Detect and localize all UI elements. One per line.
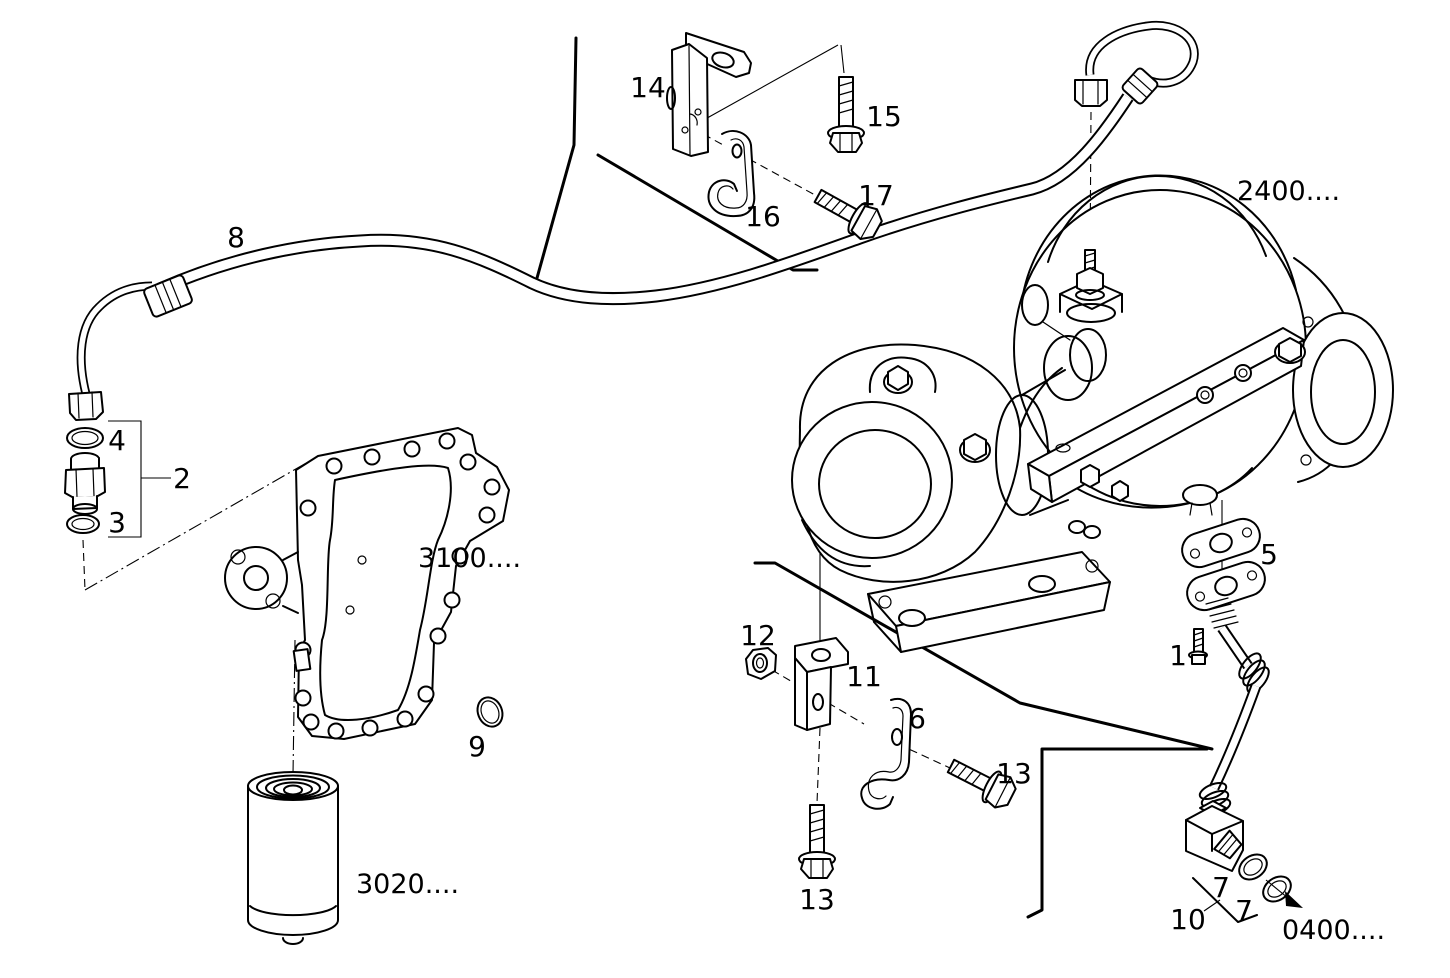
turbocharger-2400 bbox=[791, 174, 1394, 653]
seal-ring-4 bbox=[66, 427, 104, 449]
bracket-11 bbox=[794, 637, 849, 731]
hose-union-nut-right bbox=[1074, 79, 1108, 107]
callout-3: 3 bbox=[108, 506, 126, 539]
callout-9: 9 bbox=[468, 730, 486, 763]
oil-feed-hose-8 bbox=[68, 20, 1199, 421]
bolt-1 bbox=[1188, 628, 1208, 665]
callout-5: 5 bbox=[1260, 538, 1278, 571]
ref-oil-sump-0400: 0400.... bbox=[1282, 915, 1385, 946]
callout-8: 8 bbox=[227, 221, 245, 254]
clamp-6 bbox=[860, 697, 912, 810]
flow-arrow-0400 bbox=[1285, 891, 1303, 908]
seal-rings-7 bbox=[1238, 853, 1303, 908]
callout-15: 15 bbox=[866, 100, 902, 133]
callout-12: 12 bbox=[740, 619, 776, 652]
elbow-nipple bbox=[1213, 829, 1243, 860]
callout-16: 16 bbox=[745, 200, 781, 233]
elbow-fitting-10 bbox=[1185, 800, 1258, 923]
hose-ferrule-lower bbox=[143, 274, 193, 318]
oil-filter-3020 bbox=[247, 771, 339, 945]
bolt-13-right bbox=[946, 758, 1017, 809]
union-fitting-group-2 bbox=[64, 420, 171, 538]
callout-7b: 7 bbox=[1235, 894, 1253, 927]
bolt-17 bbox=[813, 188, 883, 240]
callout-11: 11 bbox=[846, 660, 882, 693]
oil-cooler-3100 bbox=[224, 427, 510, 740]
plug-9 bbox=[476, 696, 504, 728]
bolt-15 bbox=[827, 76, 865, 153]
callout-14: 14 bbox=[630, 71, 666, 104]
cooler-bolt-holes bbox=[294, 432, 501, 740]
callout-17: 17 bbox=[858, 179, 894, 212]
seal-ring-3 bbox=[66, 514, 100, 534]
callout-13-right: 13 bbox=[996, 757, 1032, 790]
bracket-14 bbox=[666, 32, 752, 157]
callout-1: 1 bbox=[1169, 639, 1187, 672]
ref-turbocharger-2400: 2400.... bbox=[1237, 176, 1340, 207]
ref-oil-filter-3020: 3020.... bbox=[356, 869, 459, 900]
hose-ferrule-upper bbox=[1121, 67, 1159, 105]
callout-7a: 7 bbox=[1212, 871, 1230, 904]
cooler-port-flange bbox=[224, 546, 299, 614]
bolt-13-bottom bbox=[798, 804, 836, 879]
group-reference-labels: 2400.... 3100.... 3020.... 0400.... bbox=[356, 176, 1385, 946]
oil-drain-pipe bbox=[1198, 597, 1270, 821]
callout-4: 4 bbox=[108, 424, 126, 457]
callout-13-bottom: 13 bbox=[799, 883, 835, 916]
ref-oil-cooler-3100: 3100.... bbox=[418, 543, 521, 574]
group-bracket-2 bbox=[108, 420, 171, 538]
gaskets-5 bbox=[1181, 517, 1266, 612]
callout-labels: 8 14 15 16 17 4 2 3 9 12 11 6 13 13 5 1 … bbox=[108, 71, 1278, 936]
callout-6: 6 bbox=[908, 702, 926, 735]
callout-10: 10 bbox=[1170, 903, 1206, 936]
callout-2: 2 bbox=[173, 462, 191, 495]
clamp-16 bbox=[707, 130, 756, 218]
hose-union-nut-left bbox=[68, 391, 104, 421]
nut-12 bbox=[745, 647, 777, 680]
union-fitting-2 bbox=[64, 452, 106, 515]
